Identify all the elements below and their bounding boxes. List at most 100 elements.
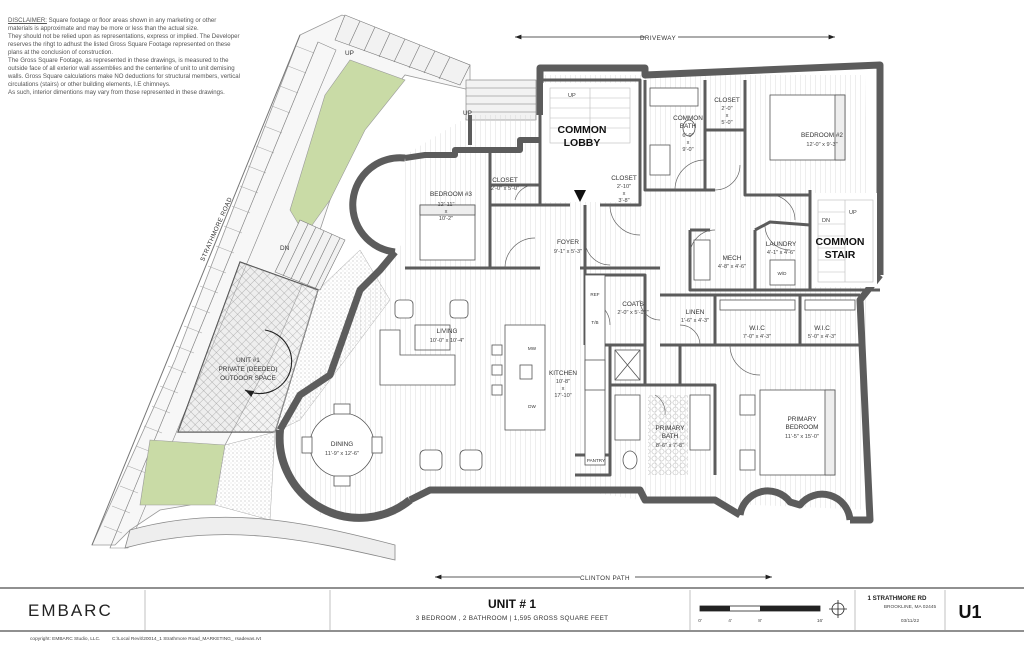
city: BROOKLINE, MA 02445 bbox=[884, 604, 937, 610]
plan-label: BEDROOM #2 bbox=[801, 132, 843, 139]
kitchen-island bbox=[504, 324, 546, 431]
plan-label: 10'-0" x 10'-4" bbox=[430, 338, 464, 344]
plan-label: 16' bbox=[817, 618, 823, 624]
furniture bbox=[301, 87, 856, 487]
plan-label: MECH bbox=[723, 255, 742, 262]
plan-label: REF bbox=[590, 292, 599, 297]
plan-label: 6'-0" bbox=[682, 133, 693, 139]
disclaimer-p3: The Gross Square Footage, as represented… bbox=[8, 57, 240, 89]
stair-up-lobby: UP bbox=[568, 93, 576, 99]
plan-label: 8' bbox=[758, 618, 762, 624]
sheet-number: U1 bbox=[958, 602, 981, 622]
plan-label: CLOSET bbox=[492, 177, 518, 184]
date: 03/11/22 bbox=[901, 618, 920, 624]
plan-label: 4'-8" x 4'-6" bbox=[718, 264, 746, 270]
plan-label: W.I.C bbox=[749, 325, 765, 332]
plan-label: 5'-0" x 4'-3" bbox=[808, 334, 836, 340]
driveway-label: DRIVEWAY bbox=[640, 35, 676, 42]
plan-label: PRIVATE (DEEDED) bbox=[218, 366, 277, 373]
scale-bar: 0' 4' 8' 16' bbox=[698, 605, 823, 624]
plan-label: 4' bbox=[728, 618, 732, 624]
unit-summary: 3 BEDROOM , 2 BATHROOM | 1,595 GROSS SQU… bbox=[416, 615, 609, 622]
plan-label: 1'-6" x 4'-3" bbox=[681, 318, 709, 324]
common-stair-label-2: STAIR bbox=[825, 249, 856, 261]
plan-label: CLOSET bbox=[714, 97, 740, 104]
plan-label: 2'-10" bbox=[617, 184, 631, 190]
plan-label: 0' bbox=[698, 618, 702, 624]
plan-label: BATH bbox=[680, 123, 697, 130]
plan-label: W.I.C bbox=[814, 325, 830, 332]
plan-label: 4'-1" x 4'-6" bbox=[767, 250, 795, 256]
plan-label: DINING bbox=[331, 441, 353, 448]
file-path: C:\Local Revit\20014_1 Strathmore Road_M… bbox=[112, 636, 262, 642]
plan-label: W/D bbox=[778, 271, 788, 276]
plan-label: 12'-0" x 9'-3" bbox=[806, 142, 837, 148]
stair-up-entry: UP bbox=[463, 110, 472, 117]
plan-label: x bbox=[726, 113, 729, 119]
plan-label: KITCHEN bbox=[549, 370, 577, 377]
plan-label: BEDROOM bbox=[785, 424, 818, 431]
plan-label: DW bbox=[528, 404, 536, 409]
plan-label: 5'-0" bbox=[721, 120, 732, 126]
plan-label: 2'-0" x 5'-10" bbox=[617, 310, 648, 316]
plan-label: BEDROOM #3 bbox=[430, 191, 472, 198]
plan-label: 2'-0" bbox=[721, 106, 732, 112]
plan-label: PRIMARY bbox=[787, 416, 817, 423]
bed-bedroom2 bbox=[769, 94, 846, 161]
plan-label: 11'-9" x 12'-6" bbox=[325, 451, 359, 457]
plan-label: x bbox=[687, 140, 690, 146]
disclaimer-p4: As such, interior dimentions may vary fr… bbox=[8, 89, 225, 97]
plan-label: PRIMARY bbox=[655, 425, 685, 432]
plan-label: LAUNDRY bbox=[766, 241, 797, 248]
stair-up-common: UP bbox=[849, 210, 857, 216]
address: 1 STRATHMORE RD bbox=[867, 595, 927, 602]
unit-floor bbox=[285, 75, 870, 515]
common-lobby-label-2: LOBBY bbox=[564, 137, 601, 149]
disclaimer-p1: Square footage or floor areas shown in a… bbox=[8, 17, 217, 33]
stair-dn-left: DN bbox=[280, 245, 290, 252]
plan-label: 10'-2" bbox=[439, 216, 453, 222]
north-arrow-icon bbox=[829, 600, 847, 618]
plan-label: LIVING bbox=[437, 328, 458, 335]
plan-label: T/B bbox=[591, 320, 598, 325]
disclaimer-p2: They should not be relied upon as repres… bbox=[8, 33, 240, 57]
common-stair-label-1: COMMON bbox=[816, 236, 865, 248]
plan-label: BATH bbox=[662, 433, 679, 440]
plan-label: COMMON bbox=[673, 115, 703, 122]
plan-label: 8'-6" x 7'-8" bbox=[656, 443, 684, 449]
stair-up-top: UP bbox=[345, 50, 354, 57]
plan-label: 7'-0" x 4'-3" bbox=[743, 334, 771, 340]
disclaimer: DISCLAIMER: Square footage or floor area… bbox=[8, 17, 240, 97]
title-block: EMBARC UNIT # 1 3 BEDROOM , 2 BATHROOM |… bbox=[0, 587, 1024, 642]
plan-label: 11'-5" x 15'-0" bbox=[785, 434, 819, 440]
plan-label: PANTRY bbox=[587, 458, 605, 463]
clinton-path-label: CLINTON PATH bbox=[580, 575, 630, 582]
plan-label: MW bbox=[528, 346, 537, 351]
plan-label: FOYER bbox=[557, 239, 579, 246]
plan-label: UNIT #1 bbox=[236, 357, 260, 364]
common-areas bbox=[543, 83, 877, 287]
common-lobby-label-1: COMMON bbox=[558, 124, 607, 136]
plan-label: 10'-8" bbox=[556, 379, 570, 385]
plan-label: x bbox=[562, 386, 565, 392]
unit-title: UNIT # 1 bbox=[488, 597, 536, 611]
copyright: copyright: EMBARC Studio, LLC. bbox=[30, 636, 100, 642]
disclaimer-lead: DISCLAIMER: bbox=[8, 17, 47, 24]
plan-label: LINEN bbox=[686, 309, 705, 316]
plan-label: 9'-0" bbox=[682, 147, 693, 153]
plan-label: OUTDOOR SPACE bbox=[220, 375, 276, 382]
plan-label: COATS bbox=[622, 301, 644, 308]
plan-label: CLOSET bbox=[611, 175, 637, 182]
plan-label: 12'-11" bbox=[438, 202, 455, 208]
plan-label: x bbox=[623, 191, 626, 197]
stair-dn-common: DN bbox=[822, 218, 830, 224]
plan-label: x bbox=[445, 209, 448, 215]
plan-label: 17'-10" bbox=[554, 393, 571, 399]
bed-primary bbox=[759, 389, 836, 476]
plan-label: 2'-0" x 5'-0" bbox=[491, 186, 519, 192]
plan-label: 3'-8" bbox=[618, 198, 629, 204]
plan-label: 9'-1" x 5'-3" bbox=[554, 249, 582, 255]
embarc-logo: EMBARC bbox=[28, 601, 113, 620]
sofa bbox=[379, 329, 456, 386]
